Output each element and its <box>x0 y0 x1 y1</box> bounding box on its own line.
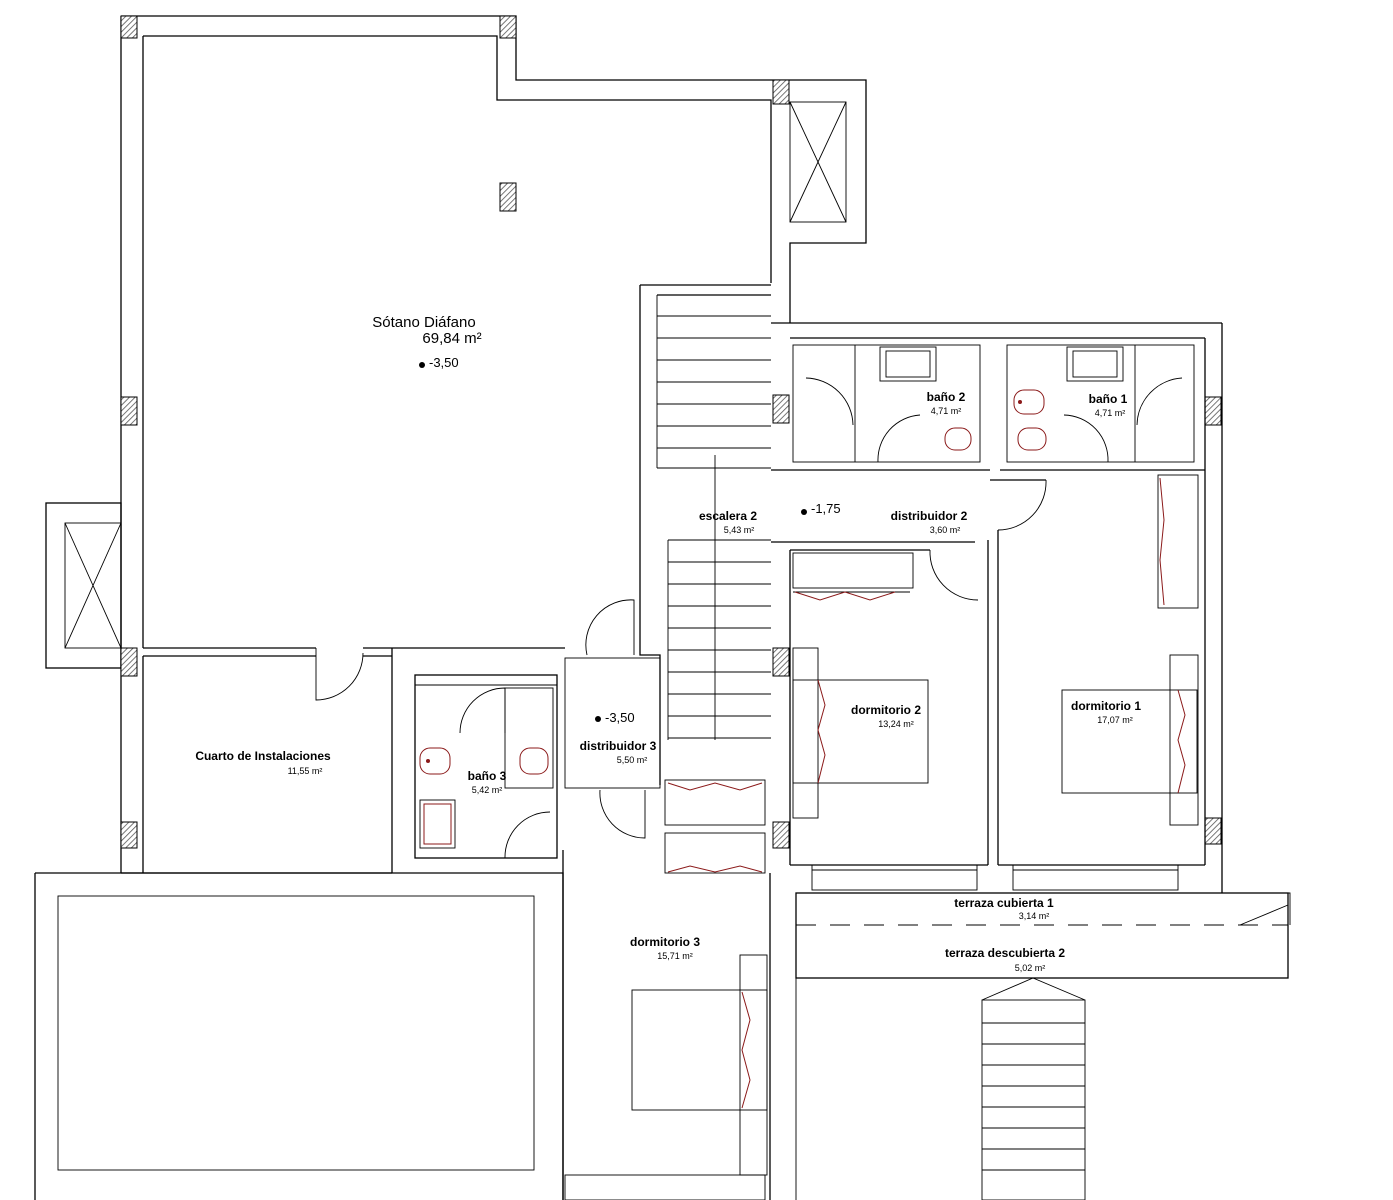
dormitorio-1-fixtures <box>998 474 1206 891</box>
room-name-terraza2: terraza descubierta 2 <box>945 946 1065 960</box>
room-name-bano3: baño 3 <box>468 769 507 783</box>
room-area-dormitorio1: 17,07 m² <box>1097 715 1133 725</box>
room-area-bano2: 4,71 m² <box>931 406 962 416</box>
distribuidor-3-walls <box>392 599 766 874</box>
room-area-dormitorio3: 15,71 m² <box>657 951 693 961</box>
terraces <box>795 892 1291 1200</box>
bathrooms-upper <box>771 322 1223 893</box>
level-dist3: -3,50 <box>605 710 635 725</box>
room-area-instalaciones: 11,55 m² <box>288 766 323 776</box>
columns <box>120 15 1222 849</box>
sotano-walls <box>120 15 867 874</box>
room-name-dormitorio3: dormitorio 3 <box>630 935 700 949</box>
room-area-distribuidor2: 3,60 m² <box>930 525 961 535</box>
level-sotano: -3,50 <box>429 355 459 370</box>
exterior-stair-treads <box>982 1022 1085 1171</box>
bano-3-fixtures <box>414 674 558 859</box>
light-well-left <box>45 502 122 669</box>
room-name-bano1: baño 1 <box>1089 392 1128 406</box>
level-marker-mid <box>801 509 807 515</box>
room-area-bano1: 4,71 m² <box>1095 408 1126 418</box>
room-name-terraza1: terraza cubierta 1 <box>954 896 1054 910</box>
room-name-distribuidor3: distribuidor 3 <box>580 739 657 753</box>
room-name-instalaciones: Cuarto de Instalaciones <box>195 749 331 763</box>
room-name-distribuidor2: distribuidor 2 <box>891 509 968 523</box>
corridor-walls <box>771 469 1205 865</box>
room-area-bano3: 5,42 m² <box>472 785 503 795</box>
room-area-sotano: 69,84 m² <box>422 330 481 347</box>
exterior-stair <box>981 977 1086 1200</box>
stair-treads-lower <box>668 561 771 739</box>
room-name-dormitorio1: dormitorio 1 <box>1071 699 1141 713</box>
room-name-escalera2: escalera 2 <box>699 509 757 523</box>
dormitorio-2-fixtures <box>789 550 988 891</box>
pool <box>34 872 564 1200</box>
room-area-terraza1: 3,14 m² <box>1019 911 1050 921</box>
level-marker-sotano <box>419 362 425 368</box>
stair-treads-upper <box>657 315 771 449</box>
dormitorio-3-fixtures <box>562 850 771 1200</box>
room-area-dormitorio2: 13,24 m² <box>878 719 914 729</box>
room-name-dormitorio2: dormitorio 2 <box>851 703 921 717</box>
light-well-right <box>789 101 847 223</box>
room-area-escalera2: 5,43 m² <box>724 525 755 535</box>
level-mid: -1,75 <box>811 501 841 516</box>
room-name-sotano: Sótano Diáfano <box>372 314 475 331</box>
room-name-bano2: baño 2 <box>927 390 966 404</box>
level-marker-dist3 <box>595 716 601 722</box>
room-area-terraza2: 5,02 m² <box>1015 963 1046 973</box>
room-area-distribuidor3: 5,50 m² <box>617 755 648 765</box>
